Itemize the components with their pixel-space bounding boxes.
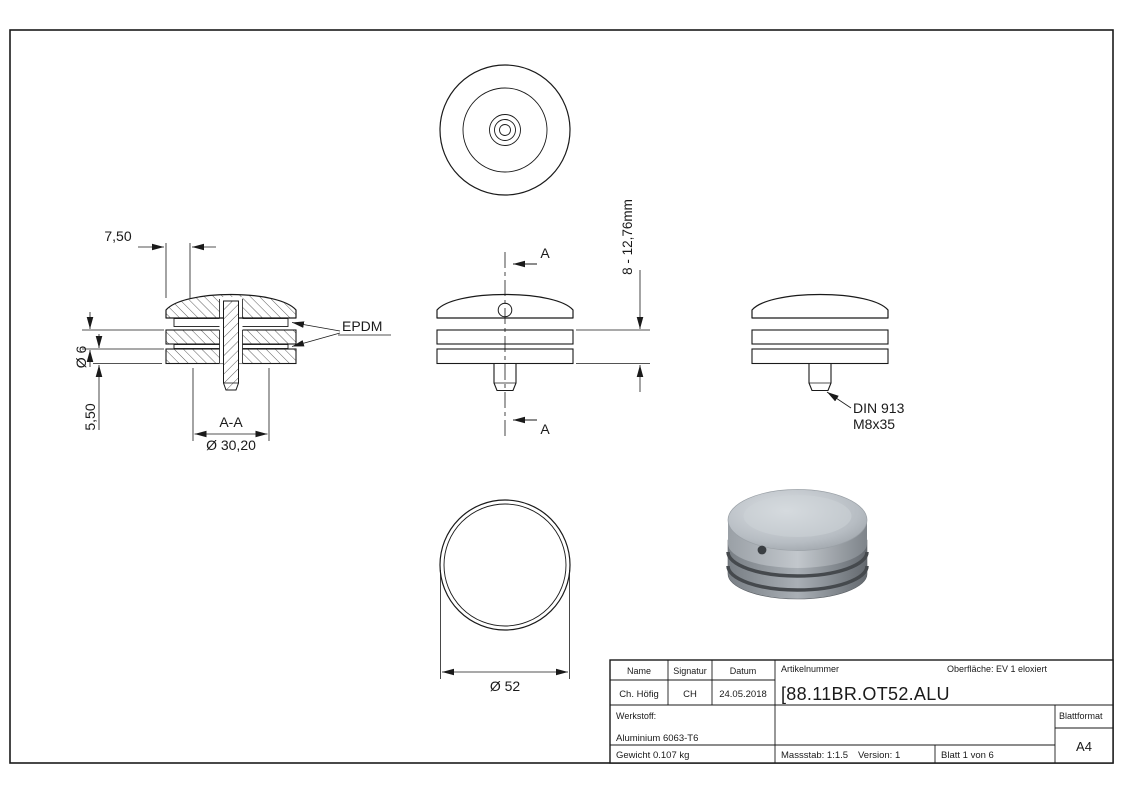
din-callout: DIN 913 M8x35	[826, 391, 905, 432]
dim-dia-30-20-label: Ø 30,20	[206, 437, 256, 453]
side-plate-upper	[751, 329, 889, 345]
section-screw-stem	[223, 300, 239, 391]
iso-cap-highlight	[743, 495, 852, 537]
side-view: DIN 913 M8x35	[751, 293, 905, 432]
titleblock-werkstoff: Aluminium 6063-T6	[616, 733, 698, 744]
titleblock-header-name: Name	[627, 666, 651, 676]
titleblock-blattformat-label: Blattformat	[1059, 711, 1103, 721]
section-view-aa: 7,50 Ø 6 5,50 Ø 30,20 A-A	[73, 228, 391, 453]
bottom-view: Ø 52	[439, 499, 571, 694]
titleblock-werkstoff-label: Werkstoff:	[616, 711, 656, 721]
dim-dia-30-20: Ø 30,20	[192, 368, 270, 453]
bottom-view-outer-circle	[439, 499, 571, 631]
section-arrow-bottom-label: A	[540, 421, 550, 437]
side-plate-lower	[751, 348, 889, 365]
front-view: A A 8 - 12,76mm	[436, 199, 650, 437]
iso-groove-2	[726, 565, 869, 592]
titleblock-artikelnummer-label: Artikelnummer	[781, 664, 839, 674]
dim-dia-6-label: Ø 6	[73, 346, 89, 369]
titleblock-version: Version: 1	[858, 750, 900, 761]
dim-7-50: 7,50	[104, 228, 216, 298]
titleblock-artikelnummer: [88.11BR.OT52.ALU	[781, 684, 950, 704]
dim-5-50-label: 5,50	[82, 403, 98, 430]
section-cut-marks: A A	[513, 245, 550, 437]
dim-glass-range-label: 8 - 12,76mm	[620, 199, 635, 275]
titleblock-massstab: Massstab: 1:1.5	[781, 750, 848, 761]
section-caption: A-A	[219, 414, 243, 430]
title-block: Name Signatur Datum Ch. Höfig CH 24.05.2…	[609, 659, 1114, 764]
titleblock-value-datum: 24.05.2018	[719, 689, 767, 700]
dim-5-50: 5,50	[82, 334, 162, 431]
dim-dia-52-label: Ø 52	[490, 678, 521, 694]
epdm-label: EPDM	[342, 318, 382, 334]
side-stem	[808, 362, 832, 392]
sheet-frame	[9, 29, 1114, 764]
iso-setscrew-hole	[757, 545, 767, 555]
section-arrow-top-label: A	[540, 245, 550, 261]
titleblock-blattformat: A4	[1076, 739, 1092, 754]
dim-dia-52: Ø 52	[440, 570, 570, 694]
titleblock-header-datum: Datum	[730, 666, 757, 676]
din-label-line1: DIN 913	[853, 400, 905, 416]
title-block-border	[609, 659, 1114, 764]
dim-glass-range: 8 - 12,76mm	[576, 199, 650, 392]
section-cap-outline	[165, 293, 297, 319]
dim-7-50-label: 7,50	[104, 228, 131, 244]
titleblock-value-name: Ch. Höfig	[619, 689, 659, 700]
side-cap	[751, 293, 889, 319]
epdm-callout: EPDM	[291, 318, 391, 347]
top-view	[439, 64, 571, 196]
titleblock-blatt: Blatt 1 von 6	[941, 750, 994, 761]
titleblock-gewicht: Gewicht 0.107 kg	[616, 750, 689, 761]
din-label-line2: M8x35	[853, 416, 895, 432]
iso-view	[726, 489, 869, 600]
top-view-outer-circle	[439, 64, 571, 196]
dim-dia-6: Ø 6	[73, 312, 164, 368]
titleblock-value-signatur: CH	[683, 689, 697, 700]
iso-groove-1	[726, 551, 869, 578]
titleblock-oberflaeche: Oberfläche: EV 1 eloxiert	[947, 664, 1048, 674]
titleblock-header-signatur: Signatur	[673, 666, 707, 676]
